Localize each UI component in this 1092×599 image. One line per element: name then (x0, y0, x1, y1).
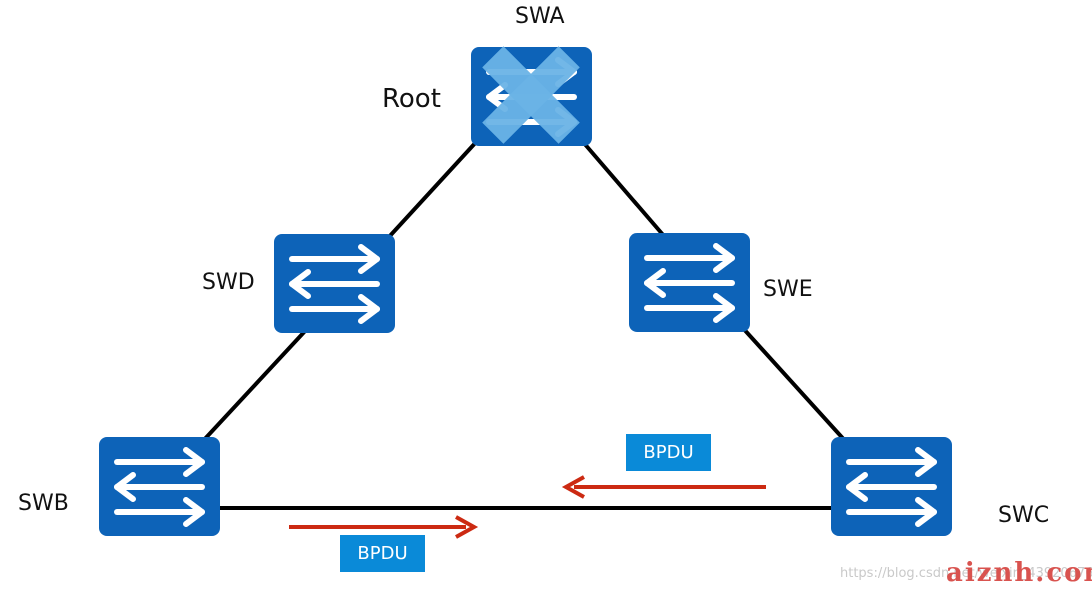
swe-label: SWE (763, 277, 813, 302)
swd-label: SWD (202, 270, 255, 295)
switch-swd-icon[interactable] (274, 234, 395, 333)
switch-swb-icon[interactable] (99, 437, 220, 536)
link-swa-swe (581, 140, 666, 238)
link-swa-swd (386, 138, 480, 240)
watermark-url: https://blog.csdn.net/weixin_43920676 (840, 566, 1092, 581)
links (200, 138, 850, 510)
link-swd-swb (200, 328, 308, 444)
bpdu-arrow-right (289, 515, 479, 539)
bpdu-badge-upper: BPDU (626, 434, 711, 471)
root-label: Root (382, 84, 441, 114)
watermark-logo: aiznh.com (946, 558, 1092, 588)
link-swe-swc (739, 324, 850, 446)
switch-swc-icon[interactable] (831, 437, 952, 536)
swc-label: SWC (998, 503, 1050, 528)
switch-swe-icon[interactable] (629, 233, 750, 332)
bpdu-arrow-left (561, 475, 766, 499)
swb-label: SWB (18, 491, 69, 516)
failed-cross-icon (482, 46, 580, 144)
swa-label: SWA (515, 4, 565, 29)
bpdu-badge-lower: BPDU (340, 535, 425, 572)
